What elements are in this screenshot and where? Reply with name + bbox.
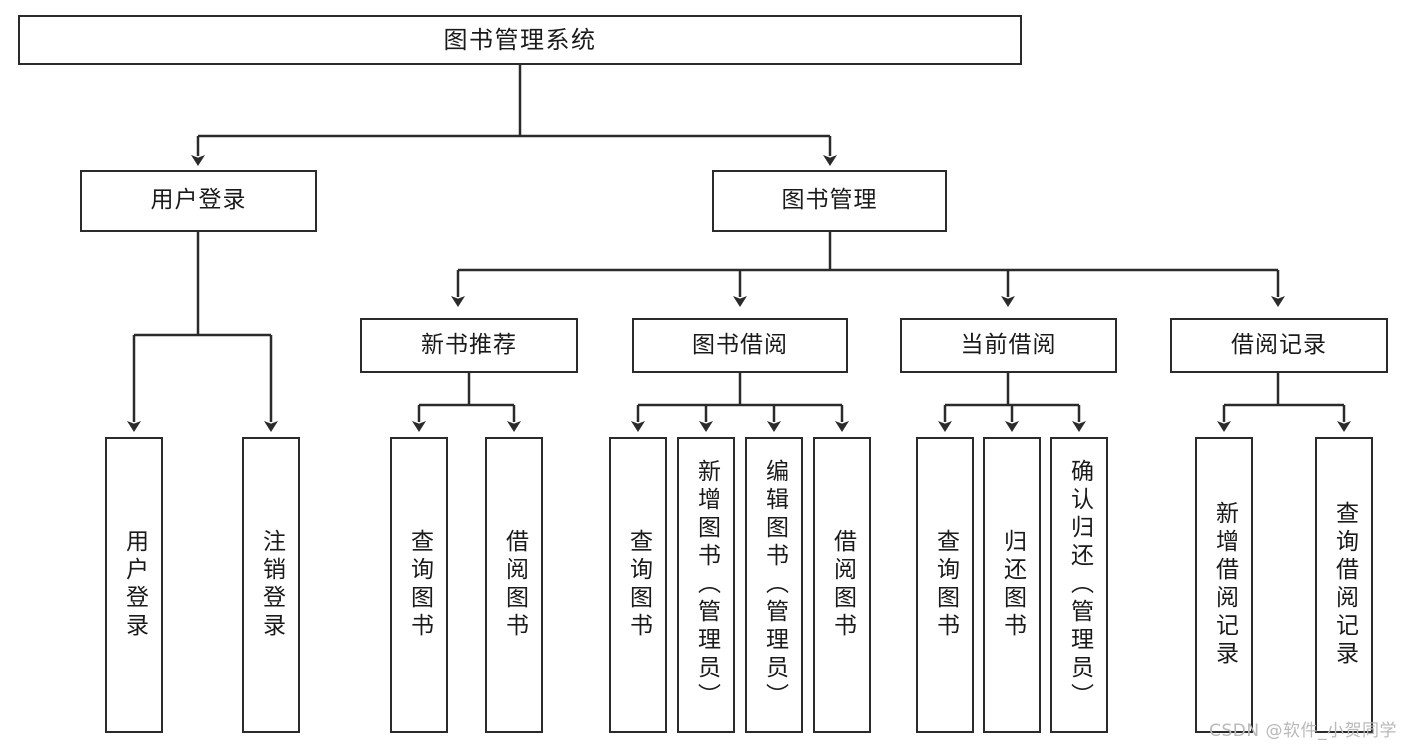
node-label: 查询图书 — [625, 529, 652, 641]
leaf-borrow-book[interactable]: 借阅图书 — [813, 437, 871, 733]
leaf-user-login[interactable]: 用户登录 — [105, 437, 163, 733]
node-root-system[interactable]: 图书管理系统 — [18, 15, 1022, 65]
leaf-confirm-return-admin[interactable]: 确认归还（管理员） — [1050, 437, 1108, 733]
node-borrow-record[interactable]: 借阅记录 — [1170, 318, 1388, 373]
node-label: 编辑图书（管理员） — [761, 459, 788, 711]
node-book-management[interactable]: 图书管理 — [712, 170, 947, 232]
node-label: 图书管理系统 — [443, 25, 597, 54]
node-label: 查询图书 — [406, 529, 433, 641]
node-label: 借阅记录 — [1231, 331, 1327, 358]
node-book-borrow[interactable]: 图书借阅 — [632, 318, 848, 373]
node-label: 确认归还（管理员） — [1066, 459, 1093, 711]
leaf-return-book[interactable]: 归还图书 — [983, 437, 1041, 733]
leaf-logout[interactable]: 注销登录 — [242, 437, 300, 733]
node-new-book-recommend[interactable]: 新书推荐 — [360, 318, 578, 373]
node-label: 用户登录 — [121, 529, 148, 641]
leaf-query-borrow-record[interactable]: 查询借阅记录 — [1315, 437, 1373, 733]
node-current-borrow[interactable]: 当前借阅 — [900, 318, 1117, 373]
node-label: 查询图书 — [932, 529, 959, 641]
node-label: 借阅图书 — [501, 529, 528, 641]
node-label: 新增图书（管理员） — [693, 459, 720, 711]
node-label: 新书推荐 — [421, 331, 517, 358]
leaf-edit-book-admin[interactable]: 编辑图书（管理员） — [745, 437, 803, 733]
node-label: 图书管理 — [781, 187, 878, 214]
node-label: 用户登录 — [150, 187, 247, 214]
node-user-login[interactable]: 用户登录 — [80, 170, 317, 232]
node-label: 注销登录 — [258, 529, 285, 641]
node-label: 当前借阅 — [960, 331, 1057, 358]
node-label: 图书借阅 — [692, 331, 788, 358]
leaf-add-borrow-record[interactable]: 新增借阅记录 — [1195, 437, 1253, 733]
leaf-borrow-book-recommend[interactable]: 借阅图书 — [485, 437, 543, 733]
node-label: 借阅图书 — [829, 529, 856, 641]
node-label: 归还图书 — [999, 529, 1026, 641]
leaf-query-book-borrow[interactable]: 查询图书 — [609, 437, 667, 733]
node-label: 新增借阅记录 — [1211, 501, 1238, 669]
leaf-add-book-admin[interactable]: 新增图书（管理员） — [677, 437, 735, 733]
node-label: 查询借阅记录 — [1331, 501, 1358, 669]
leaf-query-book-current[interactable]: 查询图书 — [916, 437, 974, 733]
leaf-query-book-recommend[interactable]: 查询图书 — [390, 437, 448, 733]
